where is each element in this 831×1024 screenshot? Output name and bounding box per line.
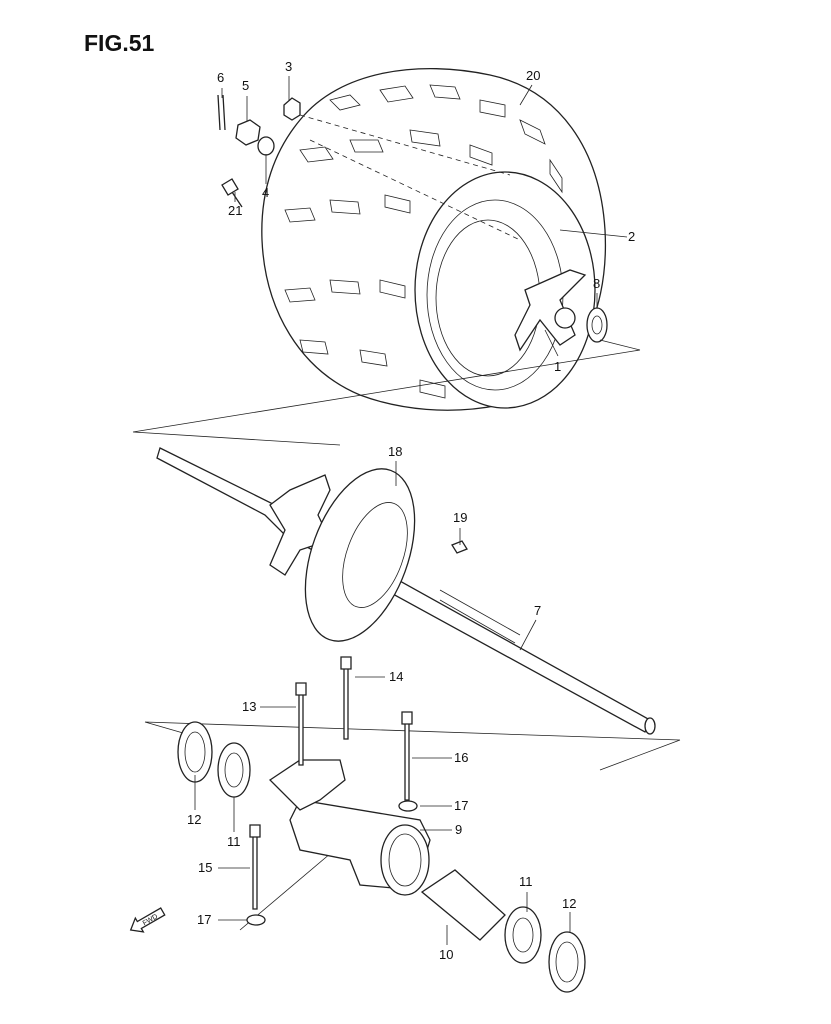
section-line-top bbox=[132, 339, 641, 446]
leader-lines bbox=[194, 76, 628, 945]
callout-13: 13 bbox=[242, 699, 256, 714]
callout-numbers: 6 5 3 20 4 21 2 8 1 18 19 7 14 13 16 17 … bbox=[187, 59, 635, 962]
callout-15: 15 bbox=[198, 860, 212, 875]
callout-1: 1 bbox=[554, 359, 561, 374]
callout-7: 7 bbox=[534, 603, 541, 618]
callout-11: 11 bbox=[227, 834, 241, 849]
callout-4: 4 bbox=[262, 185, 269, 200]
callout-17b: 17 bbox=[197, 912, 211, 927]
callout-12: 12 bbox=[187, 812, 201, 827]
bearing-housing bbox=[177, 656, 586, 993]
tire bbox=[261, 67, 608, 411]
callout-16: 16 bbox=[454, 750, 468, 765]
callout-10: 10 bbox=[439, 947, 453, 962]
fwd-arrow-icon: FWD bbox=[129, 907, 166, 933]
callout-9: 9 bbox=[455, 822, 462, 837]
axle-assembly bbox=[156, 447, 656, 735]
callout-20: 20 bbox=[526, 68, 540, 83]
callout-3: 3 bbox=[285, 59, 292, 74]
callout-2: 2 bbox=[628, 229, 635, 244]
callout-8: 8 bbox=[593, 276, 600, 291]
callout-5: 5 bbox=[242, 78, 249, 93]
callout-11b: 11 bbox=[519, 874, 533, 889]
callout-12b: 12 bbox=[562, 896, 576, 911]
callout-18: 18 bbox=[388, 444, 402, 459]
callout-17: 17 bbox=[454, 798, 468, 813]
figure-title: FIG.51 bbox=[84, 30, 155, 56]
small-hardware bbox=[217, 94, 301, 208]
callout-21: 21 bbox=[228, 203, 242, 218]
callout-19: 19 bbox=[453, 510, 467, 525]
callout-14: 14 bbox=[389, 669, 403, 684]
fwd-label: FWD bbox=[142, 913, 159, 927]
callout-6: 6 bbox=[217, 70, 224, 85]
